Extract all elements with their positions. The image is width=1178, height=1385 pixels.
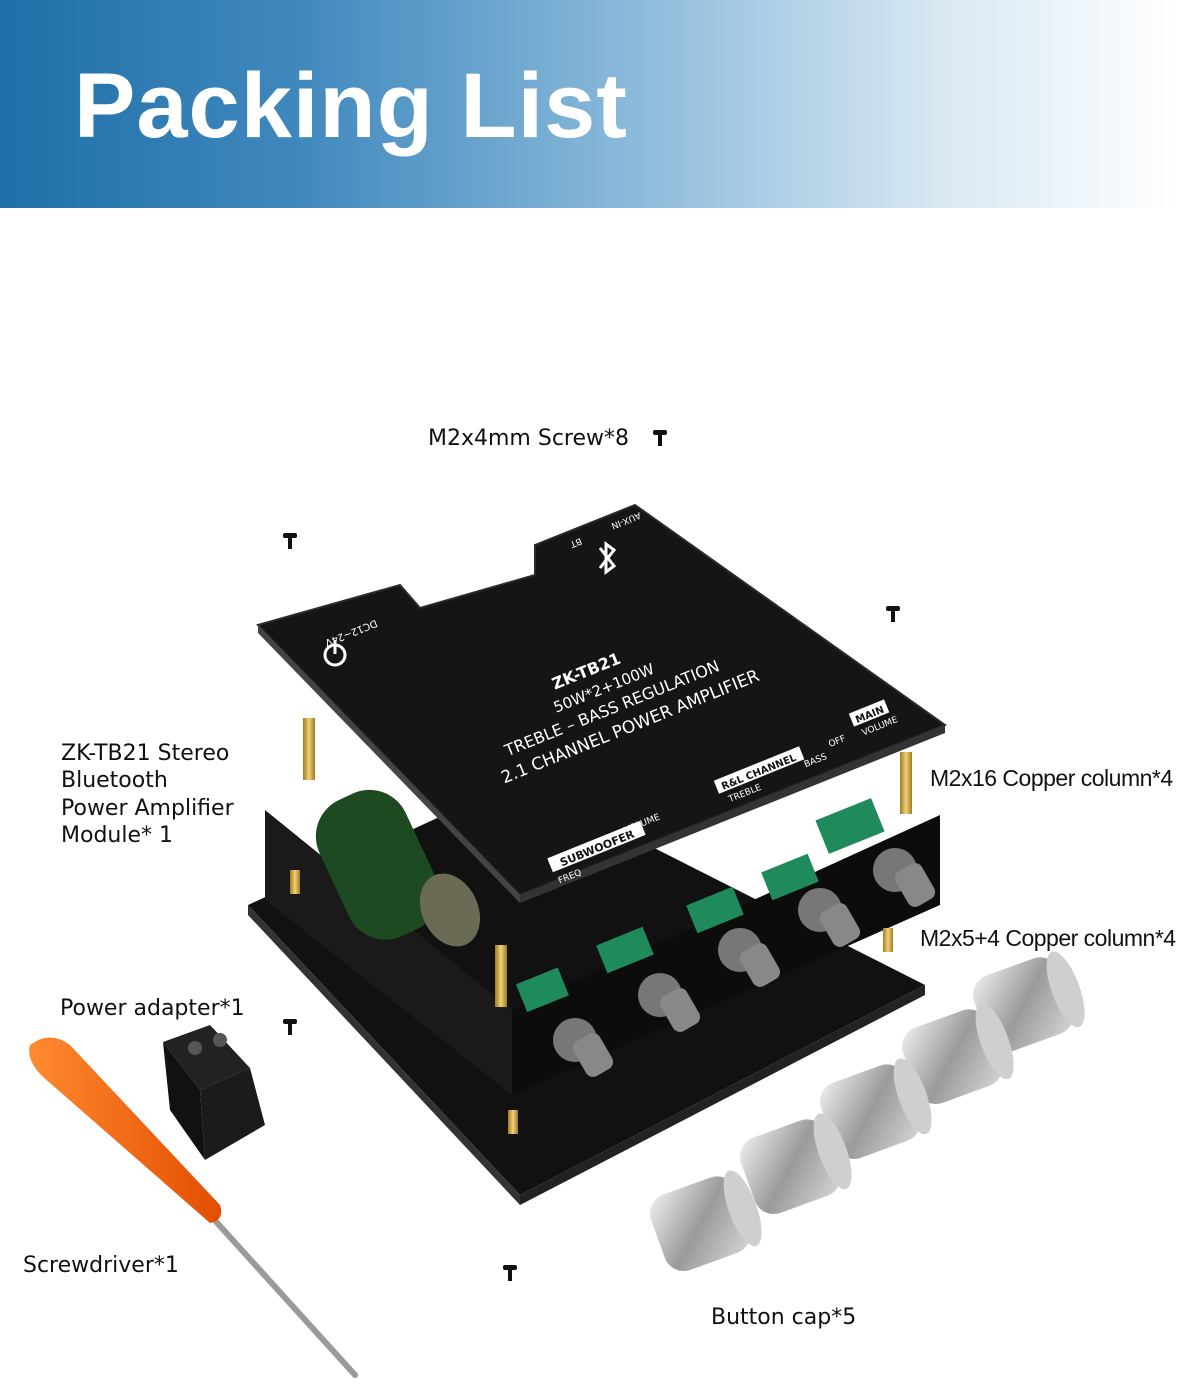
screw-icons: [283, 430, 900, 1281]
potentiometer-knobs: [553, 848, 936, 1077]
power-icon: [323, 640, 347, 667]
label-copper-column-5: M2x5+4 Copper column*4: [920, 925, 1176, 951]
label-copper-column-16: M2x16 Copper column*4: [930, 765, 1173, 791]
copper-columns: [290, 718, 912, 1134]
page-title: Packing List: [74, 55, 628, 157]
label-screwdriver: Screwdriver*1: [23, 1253, 179, 1278]
label-screw: M2x4mm Screw*8: [428, 426, 629, 451]
button-caps: [649, 951, 1085, 1272]
screwdriver: [29, 1037, 358, 1378]
bluetooth-icon: [598, 541, 617, 575]
label-button-caps: Button cap*5: [711, 1305, 857, 1330]
header-banner: Packing List: [0, 0, 1178, 208]
label-power-adapter: Power adapter*1: [60, 996, 245, 1021]
label-module-line3: Power Amplifier: [61, 796, 234, 821]
board-bt: BT: [568, 535, 583, 549]
capacitor: [315, 789, 481, 947]
label-module-line4: Module* 1: [61, 823, 173, 848]
label-module-line1: ZK-TB21 Stereo: [61, 741, 230, 766]
amplifier-top-panel: ZK-TB21 50W*2+100W TREBLE – BASS REGULAT…: [256, 503, 948, 903]
label-module-line2: Bluetooth: [61, 768, 168, 793]
power-adapter-terminal: [163, 1025, 265, 1160]
